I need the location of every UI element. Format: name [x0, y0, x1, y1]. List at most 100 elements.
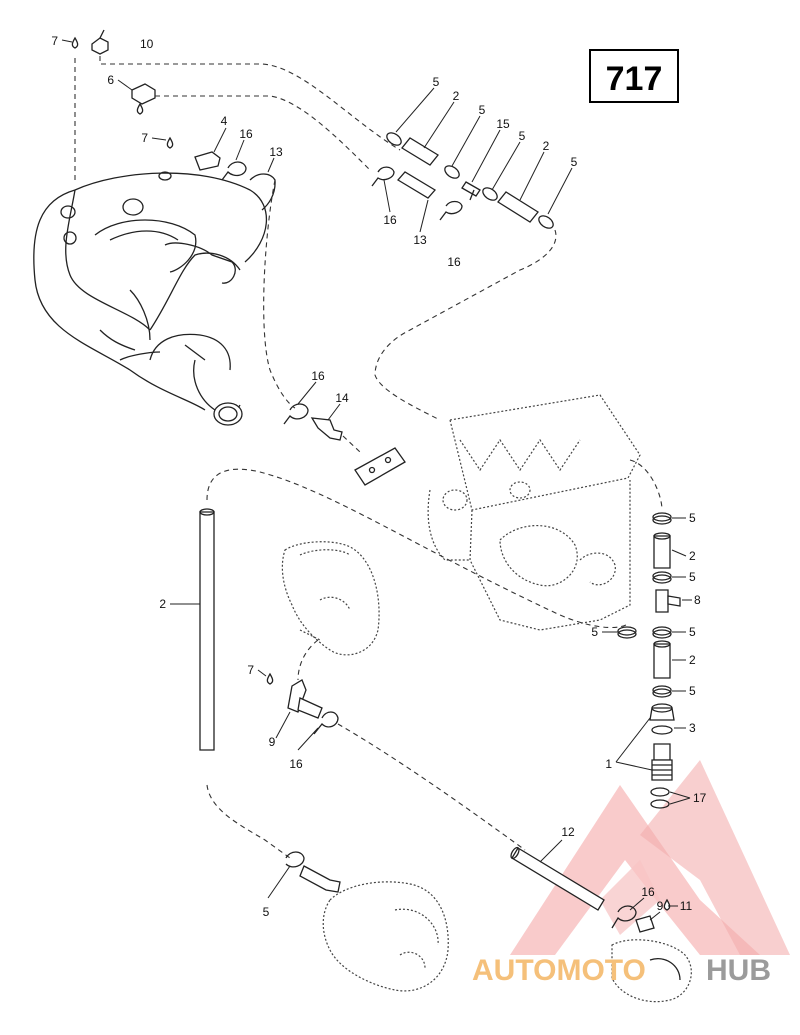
callout-5: 5	[519, 129, 526, 143]
hose-route-6	[155, 95, 371, 171]
hose-route-16	[374, 229, 557, 421]
callout-16: 16	[311, 369, 325, 383]
callout-2: 2	[543, 139, 550, 153]
engine-block	[427, 394, 641, 631]
clamp-5-e	[652, 512, 672, 525]
callout-16: 16	[239, 127, 253, 141]
clamp-5-h	[652, 626, 672, 639]
callout-3: 3	[689, 721, 696, 735]
hose-route-bottom	[206, 784, 291, 859]
callout-15: 15	[496, 117, 510, 131]
callout-7: 7	[51, 34, 58, 48]
callout-5: 5	[591, 625, 598, 639]
callout-16: 16	[641, 885, 655, 899]
spigot-fitting	[299, 865, 341, 893]
callout-8: 8	[694, 593, 701, 607]
fitting-14	[310, 417, 343, 441]
callout-7: 7	[247, 663, 254, 677]
exhaust-muffler	[33, 171, 267, 426]
callout-5: 5	[263, 905, 270, 919]
clamp-16-top	[221, 161, 247, 181]
clamp-16-mid	[371, 166, 395, 187]
clamp-5-c	[482, 187, 498, 201]
callout-5: 5	[689, 625, 696, 639]
callout-10: 10	[140, 37, 154, 51]
callout-2: 2	[689, 549, 696, 563]
jet-pump-housing	[322, 881, 449, 992]
hose-2-long	[199, 508, 215, 751]
callout-9: 9	[657, 899, 664, 913]
callout-5: 5	[571, 155, 578, 169]
hose-2-d	[653, 640, 671, 679]
clamp-5-i	[652, 685, 672, 698]
watermark-text-part1: AUTOMOTO	[472, 954, 646, 987]
watermark-logo	[510, 760, 790, 955]
callout-9: 9	[269, 735, 276, 749]
tee-15	[461, 181, 481, 201]
callout-16: 16	[289, 757, 303, 771]
clamp-5-j	[285, 851, 305, 868]
callout-2: 2	[159, 597, 166, 611]
hose-route-diag	[337, 723, 526, 851]
hose-2-a	[401, 137, 439, 166]
pump-housing	[281, 541, 380, 656]
clamp-16-right	[439, 200, 463, 221]
hose-route-right	[629, 459, 663, 511]
washer-3	[651, 725, 673, 735]
fitting-4	[194, 151, 221, 171]
callouts: 7 10 6 7 4 16 13 5 2 5 15 5 2 5 16 13 16…	[51, 34, 706, 919]
callout-11: 11	[680, 899, 693, 913]
hose-route-plate	[342, 435, 361, 453]
fitting-1	[651, 743, 673, 781]
clamp-5-d	[538, 215, 554, 229]
drop-icon	[166, 136, 174, 149]
callout-7: 7	[141, 131, 148, 145]
drop-icon	[663, 898, 671, 911]
leader-lines	[61, 39, 692, 921]
hose-route-pump	[297, 639, 319, 681]
watermark-text-part2: HUB	[706, 954, 771, 987]
callout-16: 16	[383, 213, 397, 227]
watermark-text: AUTOMOTO HUB	[472, 954, 771, 987]
callout-2: 2	[689, 653, 696, 667]
fitting-elbow-6	[131, 83, 156, 105]
callout-5: 5	[689, 511, 696, 525]
callout-5: 5	[479, 103, 486, 117]
nut-3	[649, 703, 675, 721]
hose-route-long	[206, 468, 627, 629]
mounting-plate	[354, 447, 406, 486]
clamp-5-a	[386, 132, 402, 146]
drop-icon	[266, 672, 274, 685]
drop-icon	[136, 102, 144, 115]
clamp-16-lower	[313, 711, 339, 735]
hose-2-b	[497, 191, 539, 223]
callout-16: 16	[447, 255, 461, 269]
page-number-box: 717	[589, 49, 679, 103]
callout-17: 17	[693, 791, 707, 805]
o-rings-17	[650, 787, 670, 809]
callout-4: 4	[221, 114, 228, 128]
hose-route-10	[99, 56, 401, 151]
callout-2: 2	[453, 89, 460, 103]
callout-12: 12	[561, 825, 575, 839]
page-number: 717	[606, 60, 663, 98]
hose-2-c	[653, 532, 671, 569]
callout-5: 5	[433, 75, 440, 89]
callout-5: 5	[689, 684, 696, 698]
clamp-5-f	[652, 571, 672, 584]
callout-13: 13	[269, 145, 283, 159]
callout-6: 6	[107, 73, 114, 87]
elbow-fitting-9	[287, 679, 323, 719]
callout-14: 14	[335, 391, 349, 405]
tee-fitting-8	[655, 589, 681, 613]
clamp-5-g	[617, 626, 637, 639]
hose-route-14	[263, 179, 296, 409]
fitting-9-bottom	[635, 915, 655, 933]
callout-13: 13	[413, 233, 427, 247]
drop-icon	[71, 36, 79, 49]
hose-12	[510, 846, 605, 911]
fitting-top-elbow	[91, 29, 109, 55]
callout-1: 1	[605, 757, 612, 771]
callout-5: 5	[689, 570, 696, 584]
